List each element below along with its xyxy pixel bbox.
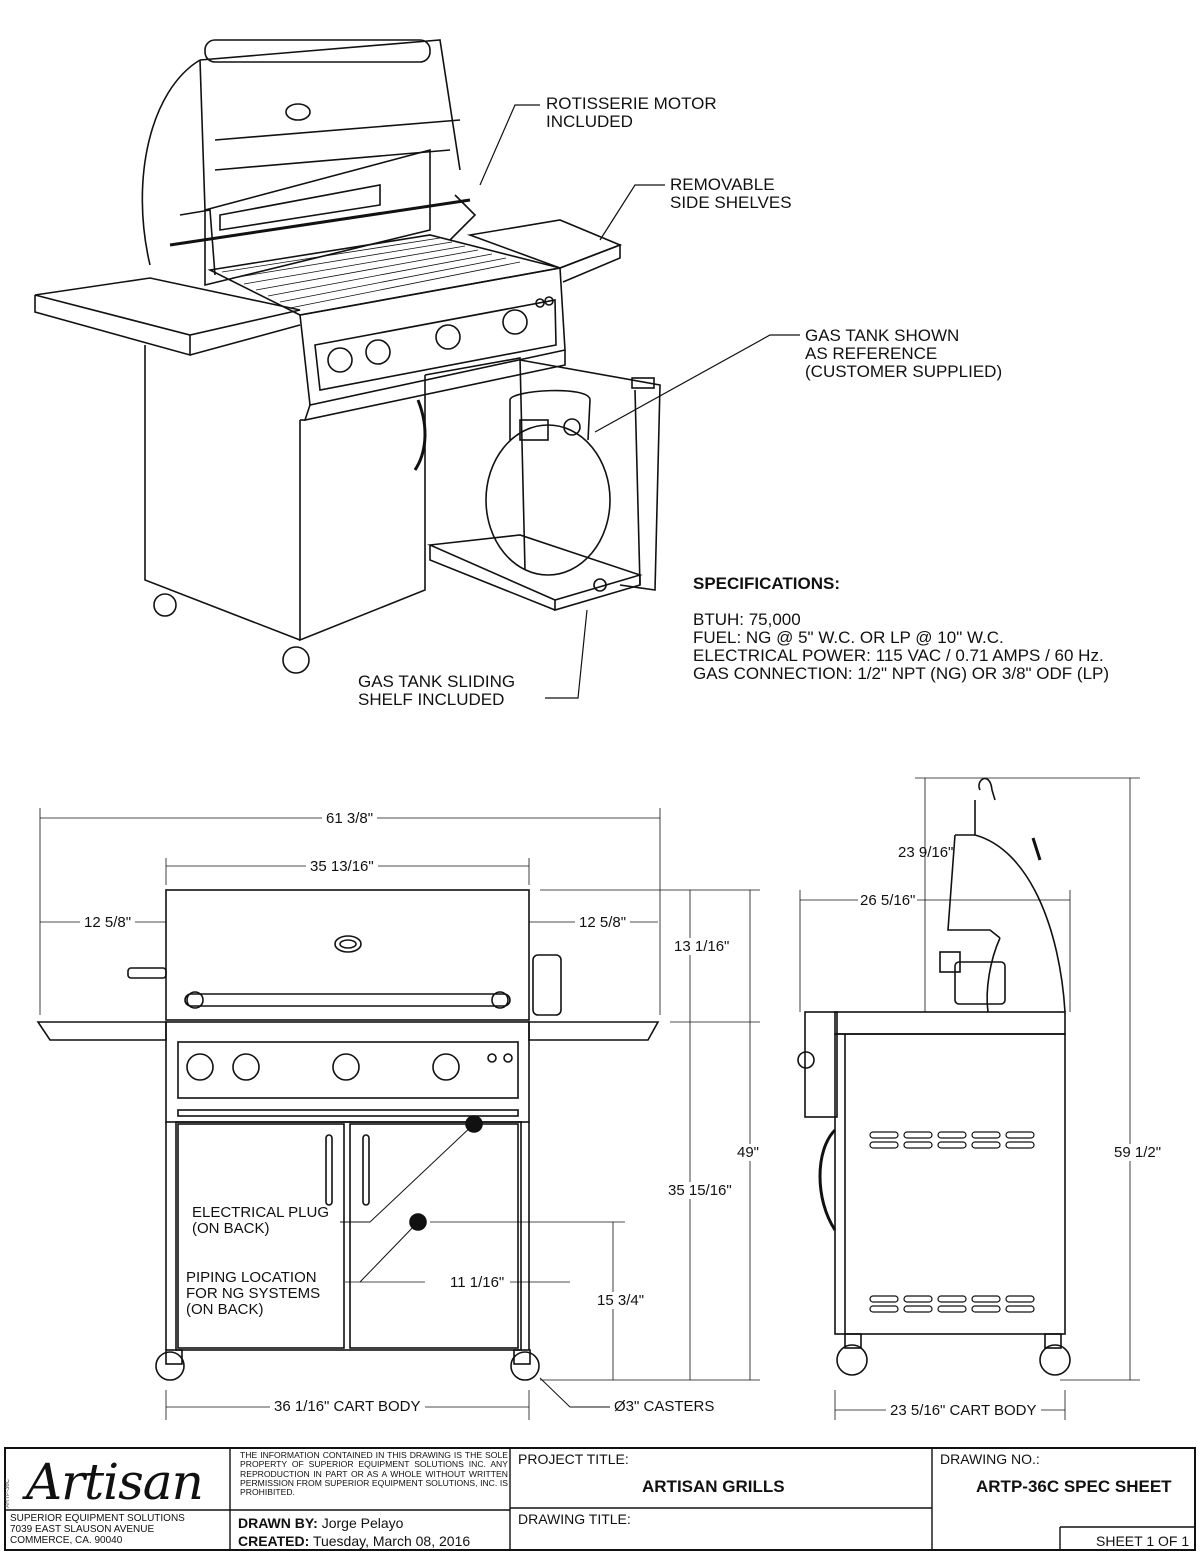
drawing-no-label: DRAWING NO.:	[940, 1451, 1040, 1467]
callout-rotisserie-motor: ROTISSERIE MOTOR INCLUDED	[546, 94, 717, 131]
dim-overall-width: 61 3/8"	[322, 810, 378, 827]
front-elevation-view	[36, 808, 760, 1420]
proprietary-notice: THE INFORMATION CONTAINED IN THIS DRAWIN…	[240, 1450, 508, 1498]
callout-removable-shelves: REMOVABLE SIDE SHELVES	[670, 175, 792, 212]
dim-left-shelf: 12 5/8"	[80, 914, 136, 931]
drawn-by-row: DRAWN BY: Jorge Pelayo	[238, 1515, 403, 1531]
spec-fuel: FUEL: NG @ 5" W.C. OR LP @ 10" W.C.	[693, 628, 1004, 647]
dim-cart-height: 35 15/16"	[666, 1182, 734, 1199]
dim-side-depth: 26 5/16"	[858, 892, 918, 909]
side-elevation-view	[797, 777, 1140, 1420]
dim-side-hood-depth: 23 9/16"	[898, 844, 954, 861]
isometric-grill-view	[34, 39, 800, 699]
drawn-by-label: DRAWN BY:	[238, 1515, 318, 1531]
created-label: CREATED:	[238, 1533, 310, 1549]
dim-piping-height: 15 3/4"	[595, 1292, 647, 1309]
drawing-title-label: DRAWING TITLE:	[518, 1511, 631, 1527]
spec-btuh: BTUH: 75,000	[693, 610, 801, 629]
specifications-block: SPECIFICATIONS: BTUH: 75,000 FUEL: NG @ …	[693, 575, 1109, 683]
drawn-by-value: Jorge Pelayo	[321, 1515, 404, 1531]
callout-piping-location: PIPING LOCATION FOR NG SYSTEMS (ON BACK)	[186, 1269, 321, 1318]
specifications-heading: SPECIFICATIONS:	[693, 574, 841, 593]
callout-sliding-shelf: GAS TANK SLIDING SHELF INCLUDED	[358, 672, 516, 709]
company-street: 7039 EAST SLAUSON AVENUE	[10, 1524, 155, 1535]
project-title-value: ARTISAN GRILLS	[642, 1477, 785, 1496]
company-address: SUPERIOR EQUIPMENT SOLUTIONS 7039 EAST S…	[10, 1513, 185, 1546]
dim-right-shelf: 12 5/8"	[575, 914, 631, 931]
spec-electrical: ELECTRICAL POWER: 115 VAC / 0.71 AMPS / …	[693, 646, 1104, 665]
dim-total-height-side: 59 1/2"	[1112, 1144, 1164, 1161]
title-block-grid	[4, 1449, 1196, 1551]
callout-electrical-plug: ELECTRICAL PLUG (ON BACK)	[192, 1204, 329, 1237]
created-value: Tuesday, March 08, 2016	[312, 1533, 471, 1549]
sheet-number: SHEET 1 OF 1	[1096, 1533, 1190, 1549]
side-code: ARTP-36C	[5, 1479, 11, 1508]
callout-gas-tank-reference: GAS TANK SHOWN AS REFERENCE (CUSTOMER SU…	[805, 326, 1003, 381]
created-row: CREATED: Tuesday, March 08, 2016	[238, 1533, 470, 1549]
dim-piping-offset: 11 1/16"	[450, 1274, 505, 1291]
spec-gas-connection: GAS CONNECTION: 1/2" NPT (NG) OR 3/8" OD…	[693, 664, 1110, 683]
dim-hood-width: 35 13/16"	[306, 858, 378, 875]
project-title-label: PROJECT TITLE:	[518, 1451, 629, 1467]
company-city: COMMERCE, CA. 90040	[10, 1535, 123, 1546]
dim-hood-height: 13 1/16"	[672, 938, 732, 955]
dim-casters: Ø3" CASTERS	[614, 1398, 715, 1415]
dim-cart-body-depth: 23 5/16" CART BODY	[886, 1402, 1041, 1419]
dim-cart-body-width: 36 1/16" CART BODY	[270, 1398, 425, 1415]
dim-total-height-front: 49"	[735, 1144, 762, 1161]
drawing-no-value: ARTP-36C SPEC SHEET	[976, 1477, 1172, 1496]
title-block: ARTP-36C Artisan SUPERIOR EQUIPMENT SOLU…	[4, 1447, 1196, 1551]
artisan-logo: Artisan	[26, 1453, 204, 1511]
company-name: SUPERIOR EQUIPMENT SOLUTIONS	[10, 1513, 185, 1524]
